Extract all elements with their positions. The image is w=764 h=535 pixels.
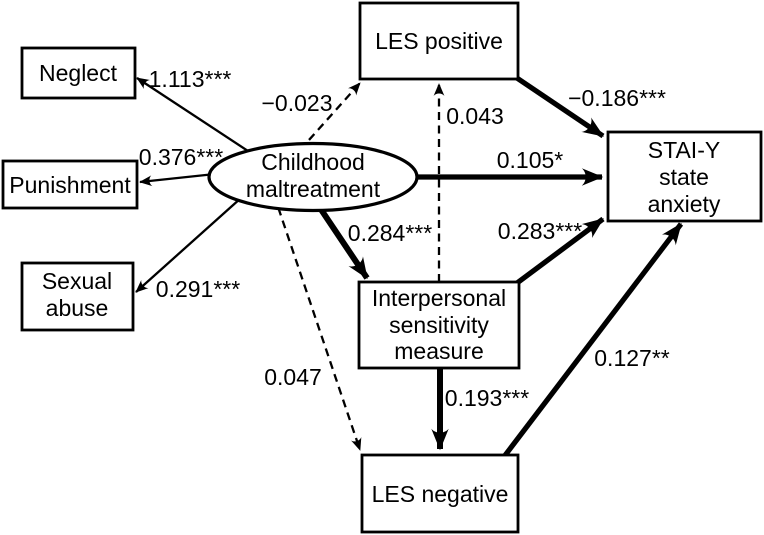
les-negative-label: LES negative [372,481,509,507]
coefficient-cm-to-ism: 0.284*** [348,220,432,246]
node-sexual-abuse: Sexual abuse [20,261,135,332]
stai-y-label-line1: STAI-Y [648,137,720,163]
node-stai-y-state-anxiety: STAI-Y state anxiety [606,130,763,223]
node-les-positive: LES positive [358,1,520,81]
stai-y-box [606,130,763,223]
punishment-label: Punishment [9,172,131,198]
les-negative-box [360,453,520,534]
coefficient-cm-to-les-negative: 0.047 [264,364,322,390]
interpersonal-sensitivity-label-line2: sensitivity [389,312,489,338]
node-les-negative: LES negative [360,453,520,534]
coefficient-les-negative-to-stai: 0.127** [594,345,670,371]
node-neglect: Neglect [20,46,137,100]
coefficient-cm-to-les-positive: −0.023 [262,90,333,116]
les-positive-label: LES positive [375,28,503,54]
childhood-maltreatment-ellipse [207,141,419,213]
coefficient-ism-to-les-positive: 0.043 [446,103,504,129]
interpersonal-sensitivity-label-line3: measure [394,338,483,364]
interpersonal-sensitivity-box [357,280,521,370]
node-punishment: Punishment [1,159,139,210]
coefficient-ism-to-les-negative: 0.193*** [445,385,529,411]
les-positive-box [358,1,520,81]
coefficient-cm-to-sexual-abuse: 0.291*** [156,276,240,302]
stai-y-label-line3: anxiety [648,191,721,217]
coefficient-ism-to-stai: 0.283*** [498,218,582,244]
coefficient-labels: 1.113*** 0.376*** 0.291*** −0.023 0.043 … [139,66,670,411]
stai-y-label-line2: state [659,164,709,190]
node-interpersonal-sensitivity-measure: Interpersonal sensitivity measure [357,280,521,370]
edge-les-negative-to-stai [497,222,684,464]
coefficient-cm-to-punishment: 0.376*** [139,144,223,170]
coefficient-les-positive-to-stai: −0.186*** [568,85,666,111]
interpersonal-sensitivity-label-line1: Interpersonal [372,285,506,311]
edge-ism-to-stai [503,216,605,295]
sexual-abuse-label-line2: abuse [46,295,109,321]
punishment-box [1,159,139,210]
childhood-maltreatment-label-line2: maltreatment [246,176,381,202]
childhood-maltreatment-label-line1: Childhood [261,149,365,175]
edge-cm-to-les-positive [299,82,361,151]
coefficient-cm-to-stai: 0.105* [497,147,564,173]
coefficient-cm-to-neglect: 1.113*** [149,66,232,92]
sexual-abuse-label-line1: Sexual [42,268,112,294]
edge-cm-to-les-negative [272,194,362,451]
edges [135,65,684,464]
node-childhood-maltreatment: Childhood maltreatment [207,141,419,213]
sexual-abuse-box [20,261,135,332]
neglect-label: Neglect [39,60,118,86]
neglect-box [20,46,137,100]
edge-cm-to-ism [313,200,370,280]
